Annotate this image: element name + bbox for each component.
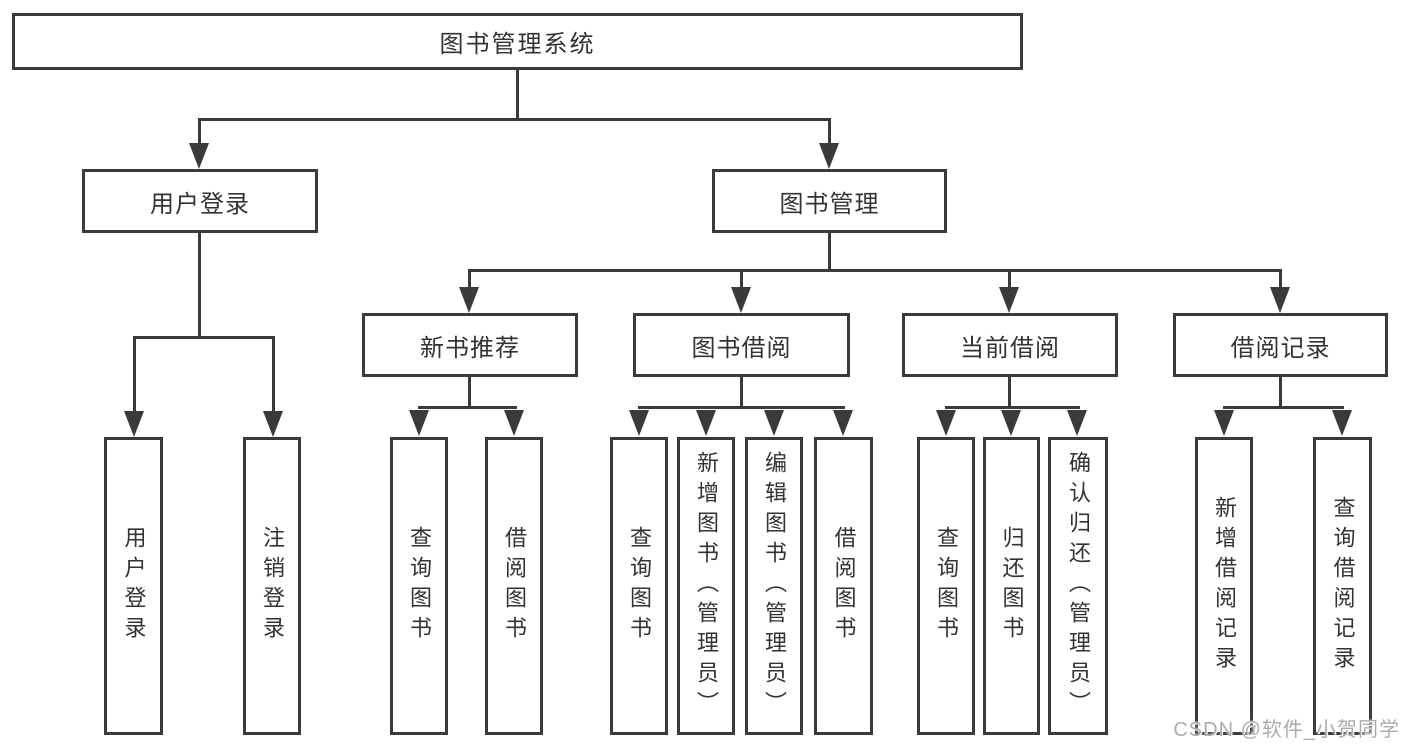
leaf-nb-borrow-books: 借阅图书 [485, 437, 543, 735]
node-user-login: 用户登录 [82, 169, 318, 233]
leaf-bb-add-books-admin: 新增图书（管理员） [677, 437, 735, 735]
leaf-br-add-record: 新增借阅记录 [1195, 437, 1253, 735]
connector-stem-borrow-records [1279, 269, 1282, 291]
arrowhead-current-borrow [999, 287, 1019, 313]
arrowhead-new-book [459, 287, 479, 313]
leaf-nb-query-books: 查询图书 [390, 437, 448, 735]
node-root: 图书管理系统 [12, 13, 1023, 70]
arrowhead-nb-query [409, 410, 429, 436]
leaf-user-login: 用户登录 [104, 437, 163, 735]
arrowhead-leaf-login [124, 411, 144, 437]
arrowhead-cb-query [936, 410, 956, 436]
csdn-watermark: CSDN @软件_小贺同学 [1173, 719, 1400, 741]
node-book-borrow: 图书借阅 [633, 313, 850, 377]
connector-stem-leaf-login [133, 336, 136, 413]
leaf-cb-return-books: 归还图书 [983, 437, 1040, 735]
leaf-bb-borrow-books: 借阅图书 [814, 437, 873, 735]
arrowhead-bb-add [696, 410, 716, 436]
arrowhead-book-management [819, 143, 839, 169]
connector-user-login-split [133, 336, 275, 339]
node-current-borrow: 当前借阅 [902, 313, 1118, 377]
leaf-cb-query-books: 查询图书 [917, 437, 975, 735]
connector-book-management-split [468, 269, 1282, 272]
arrowhead-bb-borrow [833, 410, 853, 436]
connector-current-borrow-trunk [1008, 377, 1011, 408]
connector-borrow-records-split [1223, 406, 1344, 409]
connector-new-book-split [418, 406, 517, 409]
arrowhead-bb-edit [764, 410, 784, 436]
node-new-book-recommend: 新书推荐 [362, 313, 578, 377]
connector-borrow-records-trunk [1279, 377, 1282, 408]
connector-stem-leaf-logout [272, 336, 275, 413]
arrowhead-book-borrow [731, 287, 751, 313]
leaf-bb-edit-books-admin: 编辑图书（管理员） [745, 437, 803, 735]
arrowhead-borrow-records [1270, 287, 1290, 313]
leaf-bb-query-books: 查询图书 [610, 437, 668, 735]
connector-root-trunk [516, 69, 519, 121]
connector-root-split [198, 118, 831, 121]
arrowhead-leaf-logout [263, 411, 283, 437]
arrowhead-br-add [1214, 410, 1234, 436]
connector-user-login-trunk [198, 233, 201, 338]
connector-book-borrow-trunk [740, 377, 743, 408]
arrowhead-nb-borrow [504, 410, 524, 436]
arrowhead-bb-query [629, 410, 649, 436]
leaf-logout: 注销登录 [243, 437, 301, 735]
connector-stem-book-borrow [740, 269, 743, 291]
leaf-cb-confirm-return-admin: 确认归还（管理员） [1048, 437, 1108, 735]
connector-stem-current-borrow [1008, 269, 1011, 291]
node-book-management: 图书管理 [712, 169, 947, 233]
node-borrow-records: 借阅记录 [1173, 313, 1388, 377]
leaf-br-query-record: 查询借阅记录 [1313, 437, 1372, 735]
connector-current-borrow-split [945, 406, 1080, 409]
connector-stem-book-management [828, 118, 831, 148]
connector-stem-user-login [198, 118, 201, 148]
connector-book-borrow-split [638, 406, 845, 409]
arrowhead-user-login [189, 143, 209, 169]
connector-stem-new-book [468, 269, 471, 291]
arrowhead-br-query [1332, 410, 1352, 436]
arrowhead-cb-confirm [1067, 410, 1087, 436]
arrowhead-cb-return [1001, 410, 1021, 436]
connector-book-management-trunk [828, 233, 831, 272]
connector-new-book-trunk [468, 377, 471, 408]
